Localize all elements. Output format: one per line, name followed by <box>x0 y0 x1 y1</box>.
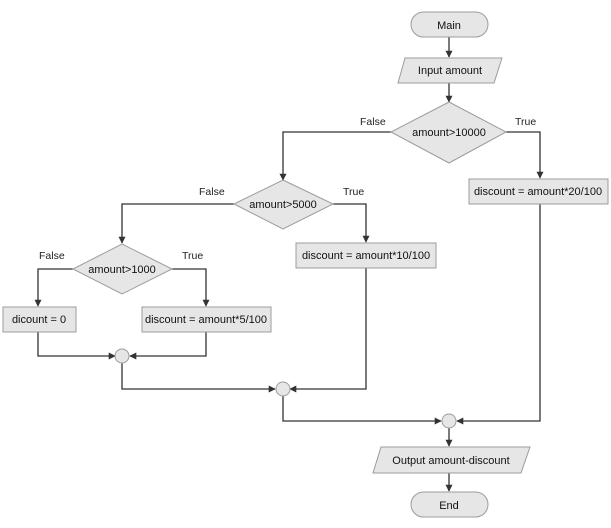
branch-label-d3-false: False <box>39 250 65 262</box>
process-discount-10: discount = amount*10/100 <box>295 242 437 269</box>
edge-p20-to-join-3 <box>456 204 541 425</box>
edge-decision-2-true <box>333 203 370 243</box>
node-end-label: End <box>439 500 459 512</box>
edge-decision-2-false <box>118 203 234 244</box>
branch-label-d3-true: True <box>182 250 203 262</box>
decision-3-label: amount>1000 <box>88 264 156 276</box>
node-main: Main <box>410 11 489 38</box>
decision-amount-gt-1000: amount>1000 <box>71 243 174 295</box>
branch-labels: False True False True False True <box>39 116 536 262</box>
process-discount-20: discount = amount*20/100 <box>468 178 609 205</box>
node-input-label: Input amount <box>418 65 482 77</box>
process-shape <box>2 306 77 333</box>
node-main-label: Main <box>437 20 461 32</box>
branch-label-d1-true: True <box>515 116 536 128</box>
edge-p0-to-join-1 <box>37 332 116 360</box>
terminal-shape <box>410 491 489 518</box>
join-connector-3 <box>441 413 457 429</box>
edge-p10-to-join-2 <box>289 268 367 393</box>
node-input-amount: Input amount <box>397 57 503 84</box>
process-10-label: discount = amount*10/100 <box>302 250 430 262</box>
branch-label-d2-true: True <box>343 186 364 198</box>
process-shape <box>295 242 437 269</box>
branch-label-d2-false: False <box>199 186 225 198</box>
edge-decision-3-false <box>34 268 73 307</box>
process-discount-0: dicount = 0 <box>2 306 77 333</box>
edge-decision-3-true <box>172 268 210 307</box>
decision-1-label: amount>10000 <box>412 127 486 139</box>
terminal-shape <box>410 11 489 38</box>
process-20-label: discount = amount*20/100 <box>474 186 602 198</box>
edge-decision-1-false <box>279 131 391 181</box>
edge-join-1-to-join-2 <box>121 363 276 393</box>
decision-amount-gt-10000: amount>10000 <box>389 101 508 164</box>
edge-join-2-to-join-3 <box>282 396 442 425</box>
io-shape <box>372 446 531 474</box>
node-output-label: Output amount-discount <box>392 455 509 467</box>
io-shape <box>397 57 503 84</box>
node-output: Output amount-discount <box>372 446 531 474</box>
decision-shape <box>232 179 335 230</box>
node-end: End <box>410 491 489 518</box>
process-5-label: discount = amount*5/100 <box>145 314 267 326</box>
branch-label-d1-false: False <box>360 116 386 128</box>
process-0-label: dicount = 0 <box>12 314 66 326</box>
connectors <box>34 37 544 492</box>
edge-p5-to-join-1 <box>129 332 207 360</box>
join-connector-2 <box>275 381 291 397</box>
decision-amount-gt-5000: amount>5000 <box>232 179 335 230</box>
process-shape <box>141 306 272 333</box>
decision-shape <box>389 101 508 164</box>
process-discount-5: discount = amount*5/100 <box>141 306 272 333</box>
join-connector-1 <box>114 348 130 364</box>
edge-decision-1-true <box>506 131 544 179</box>
decision-shape <box>71 243 174 295</box>
decision-2-label: amount>5000 <box>249 199 317 211</box>
process-shape <box>468 178 609 205</box>
